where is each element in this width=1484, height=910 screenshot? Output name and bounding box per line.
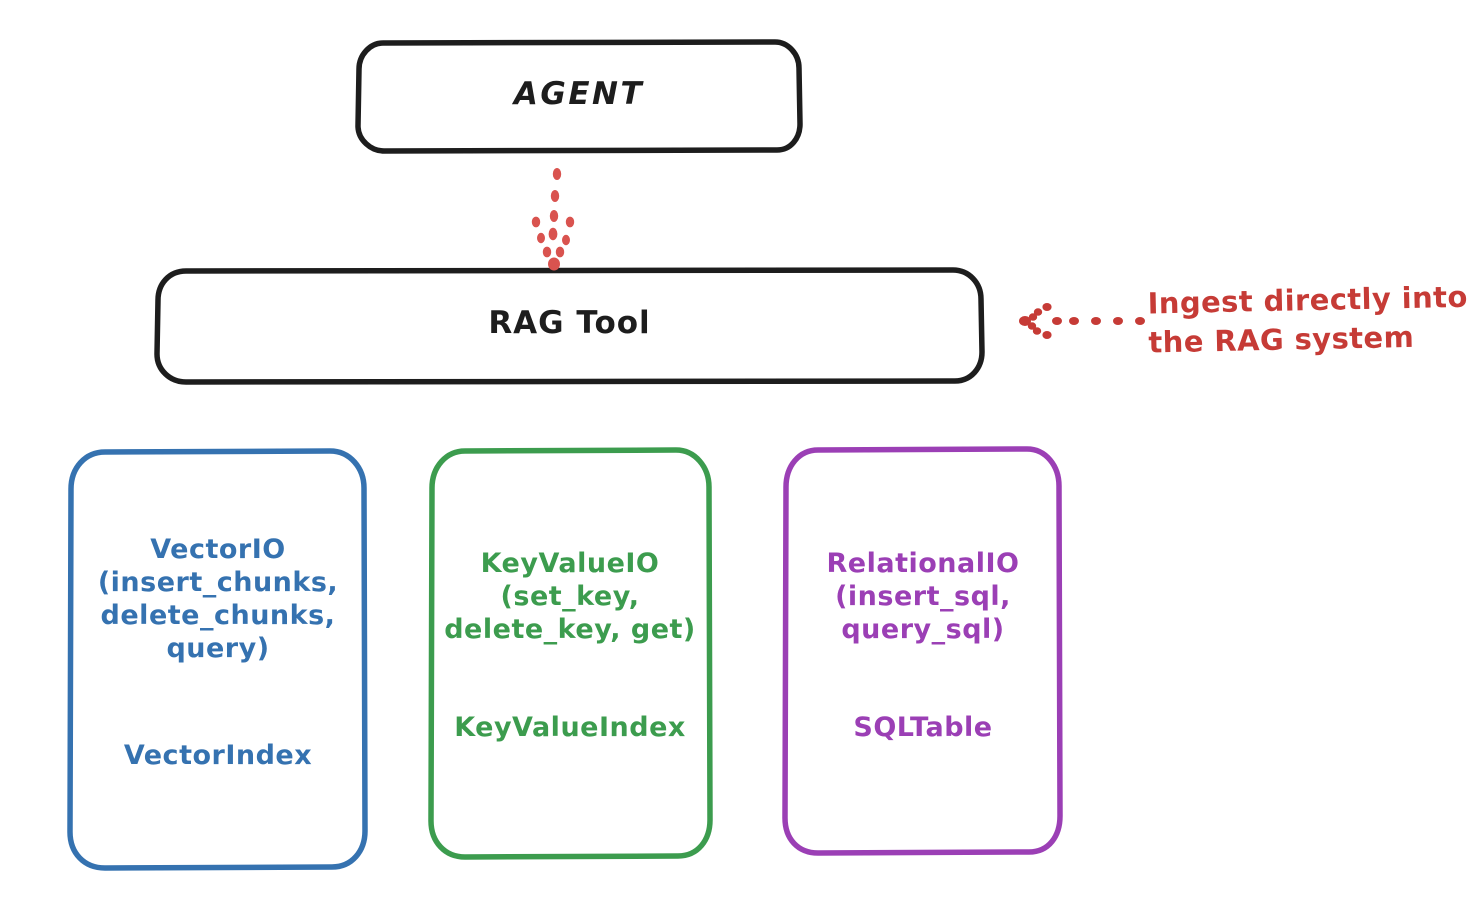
rag-tool-box[interactable] [154,267,985,385]
ingest-to-rag-arrow [1019,303,1145,339]
agent-box[interactable] [355,39,803,154]
agent-to-rag-arrow [531,168,575,271]
vector-io-box[interactable] [67,448,368,871]
key-value-io-box[interactable] [428,447,713,860]
relational-io-box[interactable] [782,446,1063,856]
